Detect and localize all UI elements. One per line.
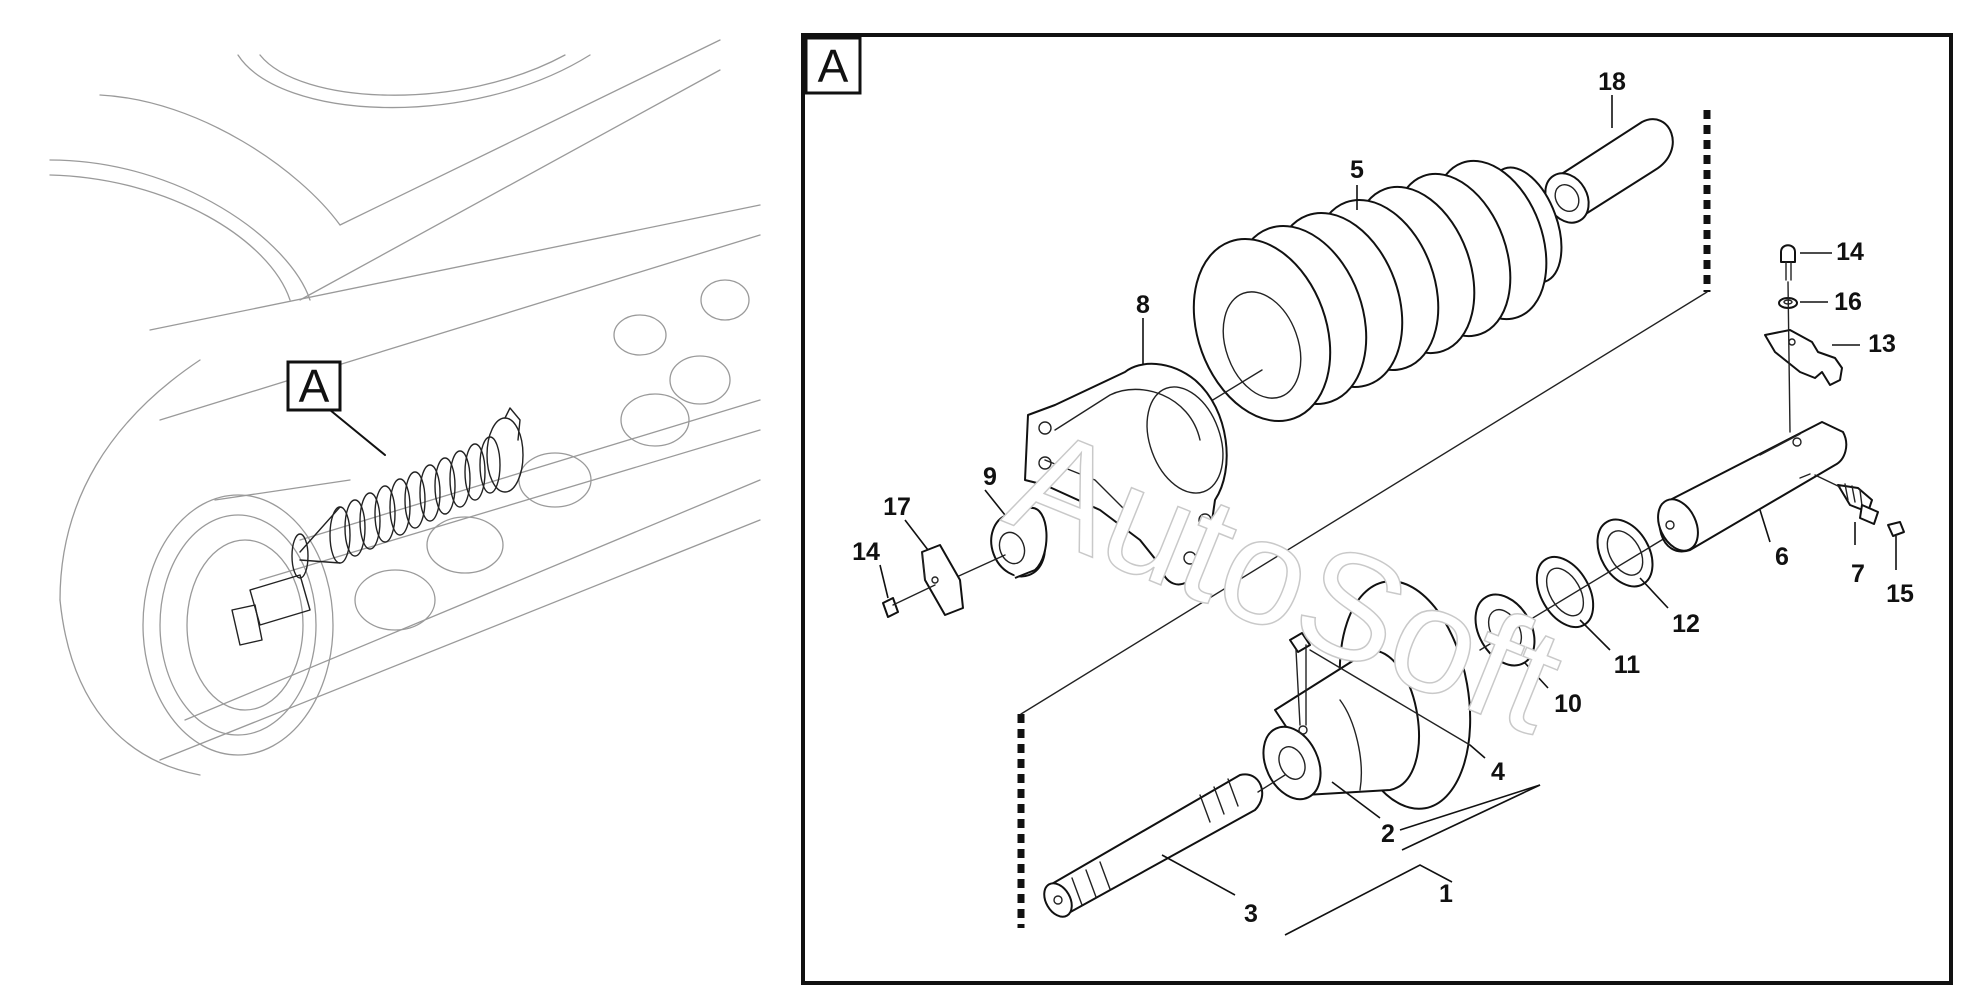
label-4: 4 bbox=[1491, 758, 1505, 786]
part-12-ring bbox=[1596, 518, 1654, 588]
label-11: 11 bbox=[1614, 651, 1641, 679]
part-9-bushing bbox=[949, 506, 1048, 581]
label-8: 8 bbox=[1136, 291, 1150, 319]
overview-callout: A bbox=[286, 360, 386, 456]
part-4-grease-fitting bbox=[1289, 632, 1471, 746]
label-9: 9 bbox=[983, 463, 997, 491]
leader-lines bbox=[879, 95, 1897, 936]
part-14-bolt-right bbox=[1780, 244, 1796, 281]
label-1: 1 bbox=[1439, 880, 1453, 908]
part-15-cap bbox=[1887, 521, 1905, 537]
part-5-recoil-spring bbox=[1179, 159, 1563, 423]
label-15: 15 bbox=[1886, 580, 1914, 608]
part-2-cylinder bbox=[1262, 580, 1472, 810]
part-8-bracket bbox=[1024, 362, 1228, 586]
detail-frame bbox=[801, 33, 1953, 985]
label-13: 13 bbox=[1868, 330, 1896, 358]
label-16: 16 bbox=[1834, 288, 1862, 316]
part-3-rod bbox=[1043, 773, 1286, 918]
undercarriage-overview: A bbox=[49, 39, 761, 776]
label-14-left: 14 bbox=[852, 538, 880, 566]
label-14-right: 14 bbox=[1836, 238, 1864, 266]
part-7-valve bbox=[1814, 474, 1879, 525]
detail-label: A bbox=[818, 40, 849, 92]
overview-spring bbox=[231, 407, 524, 646]
label-7: 7 bbox=[1851, 560, 1865, 588]
label-12: 12 bbox=[1672, 610, 1700, 638]
part-14-bolt-left bbox=[882, 584, 936, 618]
label-6: 6 bbox=[1775, 543, 1789, 571]
part-17-clamp bbox=[921, 544, 964, 616]
part-number-labels: 18 5 8 9 17 14 14 16 13 6 7 15 12 11 10 … bbox=[852, 68, 1914, 928]
overview-label: A bbox=[299, 360, 330, 412]
part-13-plate bbox=[1764, 329, 1843, 386]
label-5: 5 bbox=[1350, 156, 1364, 184]
label-2: 2 bbox=[1381, 820, 1395, 848]
part-6-cylinder bbox=[1657, 421, 1848, 553]
label-3: 3 bbox=[1244, 900, 1258, 928]
label-18: 18 bbox=[1598, 68, 1626, 96]
label-17: 17 bbox=[883, 493, 911, 521]
label-10: 10 bbox=[1554, 690, 1582, 718]
part-10-seal bbox=[1474, 593, 1536, 667]
